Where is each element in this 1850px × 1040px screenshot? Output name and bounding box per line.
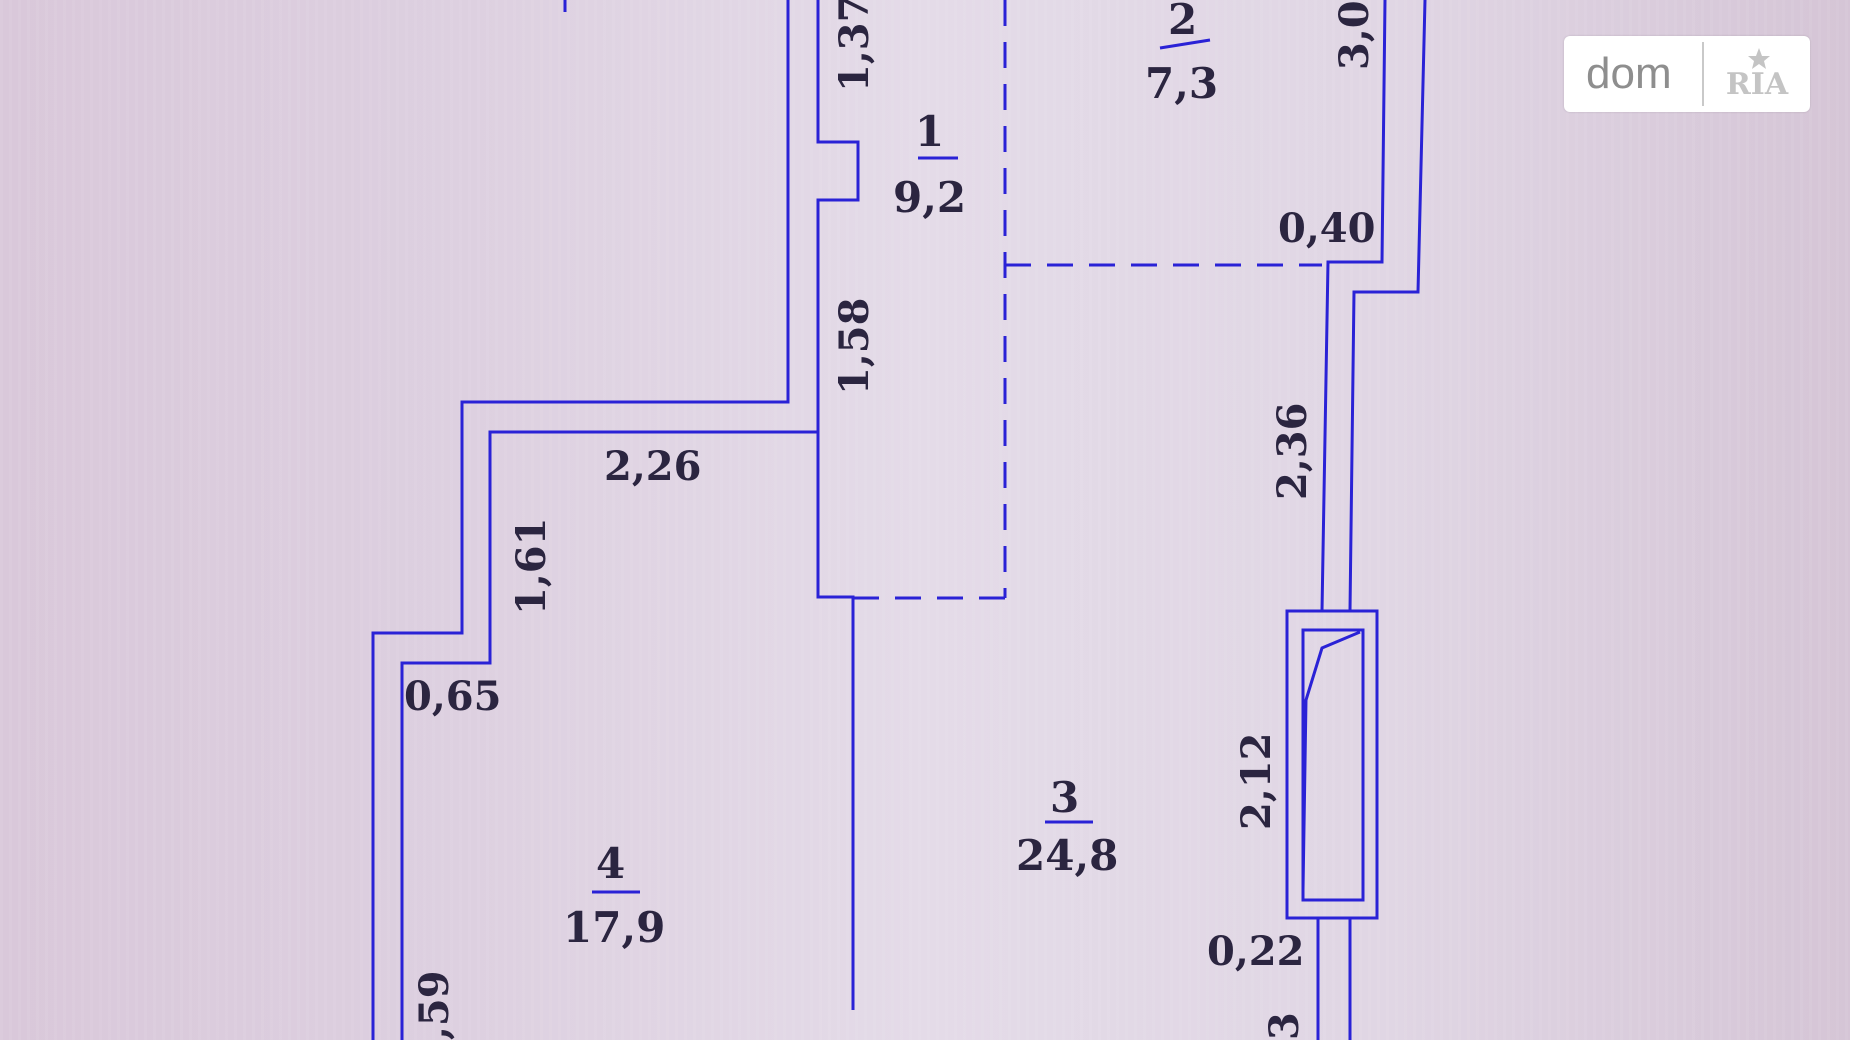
dimension-label: 2,36	[1269, 403, 1316, 500]
wall-right-inner	[1320, 0, 1387, 612]
dimension-label: 0,22	[1207, 928, 1304, 975]
room-number: 1	[915, 107, 944, 156]
logo-text-ria: RIA	[1726, 67, 1789, 102]
dimension-label: 0,65	[404, 673, 501, 720]
logo-ria: RIA	[1704, 36, 1810, 112]
star-icon: RIA	[1726, 48, 1789, 102]
dimension-label: ,59	[411, 970, 458, 1040]
room-number: 3	[1050, 773, 1079, 822]
room-area: 24,8	[1016, 831, 1118, 880]
room-area: 7,3	[1145, 59, 1218, 108]
dimension-label: 3,0	[1331, 0, 1378, 70]
logo-text-dom: dom	[1586, 49, 1672, 98]
dimension-label: 3	[1261, 1012, 1308, 1040]
wall-left-inner	[400, 0, 860, 1040]
fraction-line-room2	[1159, 38, 1211, 50]
room-number: 4	[596, 839, 625, 888]
wall-right-outer	[1348, 0, 1427, 612]
watermark-logo: dom RIA	[1564, 36, 1810, 112]
room-area: 9,2	[893, 173, 966, 222]
room-number: 2	[1168, 0, 1197, 44]
column-box-stroke	[1301, 630, 1361, 891]
dimension-label: 0,40	[1278, 205, 1375, 252]
room-area: 17,9	[563, 903, 665, 952]
dimension-label: 2,26	[604, 443, 701, 490]
wall-right-lower	[1316, 918, 1352, 1040]
wall-partition-room1	[816, 432, 855, 1010]
wall-left-outer	[371, 0, 790, 1040]
dimension-label: 1,58	[831, 298, 878, 395]
dimension-label: 1,37	[831, 0, 878, 92]
dimension-label: 1,61	[508, 518, 555, 615]
column-box-outer	[1285, 609, 1379, 920]
logo-divider	[1702, 42, 1704, 106]
dimension-label: 2,12	[1233, 733, 1280, 830]
column-box-inner	[1301, 628, 1365, 902]
